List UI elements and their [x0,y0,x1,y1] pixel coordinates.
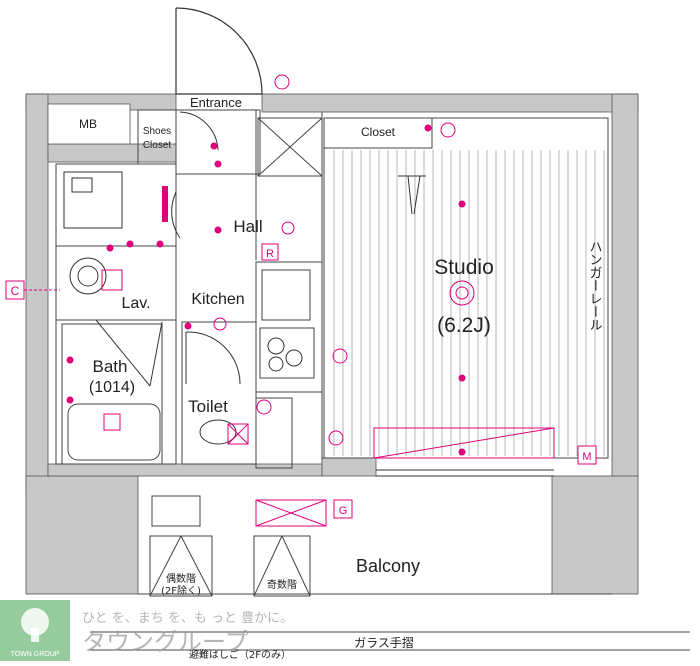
label-hall: Hall [233,217,262,236]
brand-name: タウングループ [82,628,249,656]
label-bath: Bath [93,357,128,376]
label-entrance: Entrance [190,95,242,110]
label-closet: Closet [361,125,396,139]
stove [267,337,303,372]
studio-floor [333,150,605,456]
label-studio-size: (6.2J) [437,314,491,337]
walls [25,93,639,595]
label-hanger-rail: ハンガーレール [587,240,602,331]
label-lav: Lav. [121,295,150,312]
label-mb: MB [79,117,97,131]
marker-c-label: C [11,284,20,298]
marker-g-label: G [339,505,348,517]
interior-walls [55,109,433,469]
marker-g: G [333,499,353,519]
door-arcs [95,111,241,387]
electrical-points [66,124,466,456]
label-hatch-2: (2F除く) [161,584,201,597]
marker-c: C [5,280,60,300]
label-odd-floors: 奇数階 [267,578,297,591]
pink-tall-marks [101,186,168,431]
marker-m-label: M [582,451,591,463]
circle-symbols [213,74,475,446]
logo-text: TOWN GROUP [11,651,60,658]
label-glass-rail: ガラス手摺 [354,635,414,650]
mb-box [47,103,131,145]
label-ladder: 避難はしご（2Fのみ） [189,648,291,661]
label-bath-size: (1014) [89,379,135,396]
balcony [90,495,690,651]
label-kitchen: Kitchen [191,291,244,308]
label-toilet: Toilet [188,397,228,416]
washer [63,171,123,295]
door-hardware [376,175,554,477]
label-shoes: Shoes [143,126,171,137]
label-studio: Studio [434,256,494,279]
label-hatch-1: 偶数階 [166,572,196,585]
brand-slogan: ひと を、まち を、も っと 豊かに。 [82,611,293,626]
brand-logo: TOWN GROUP [0,600,70,661]
label-shoes-closet: Closet [143,140,172,151]
marker-r-label: R [266,248,274,260]
marker-r: R [261,243,279,261]
entrance-door [175,7,263,95]
label-balcony: Balcony [356,556,420,576]
marker-m: M [577,445,597,465]
toilet-fixture [199,419,249,445]
ac-unit [373,427,555,459]
